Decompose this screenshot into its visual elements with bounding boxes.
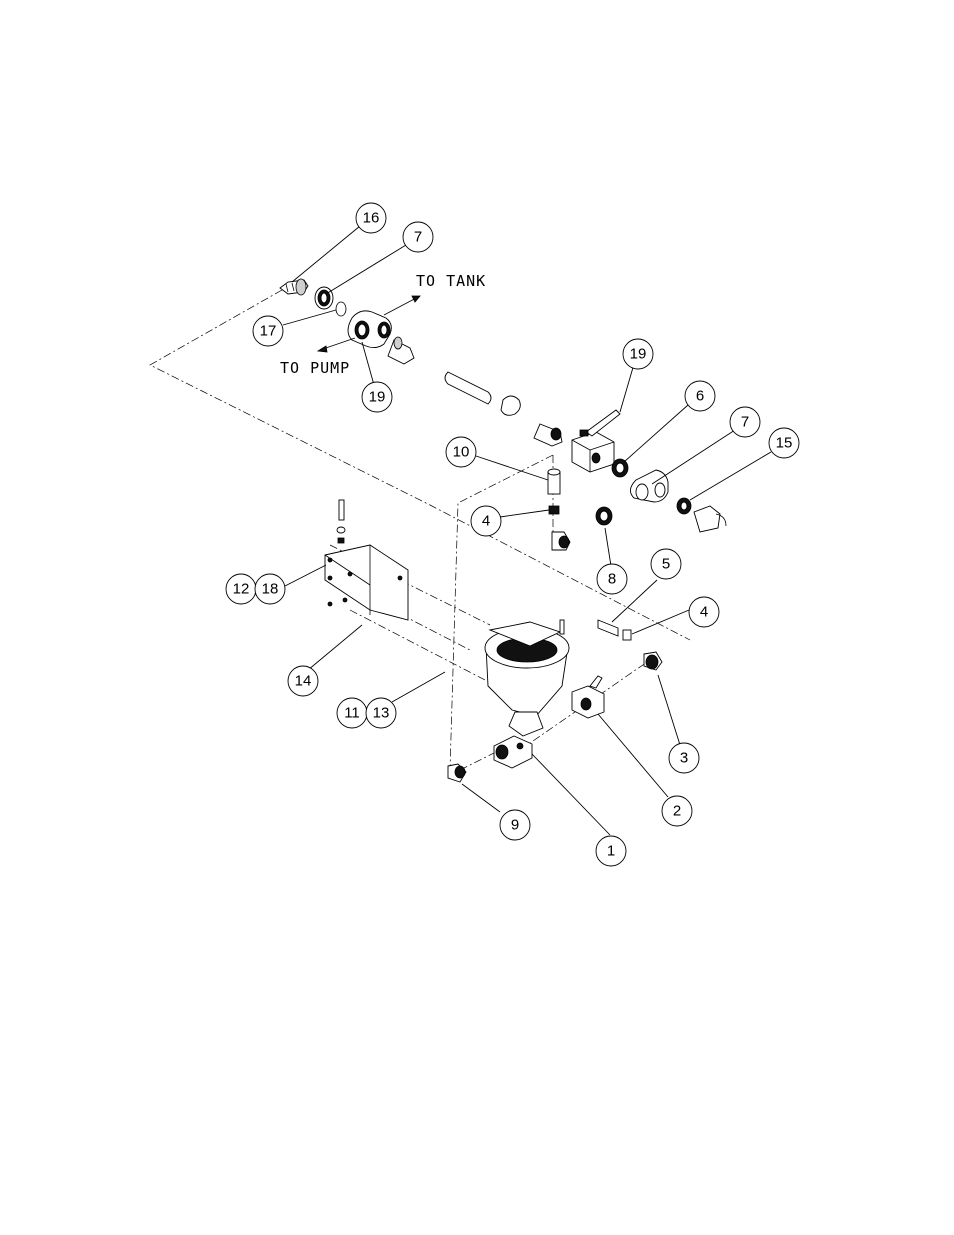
nipple-part-6 — [612, 459, 628, 477]
callout-11-label: 11 — [344, 705, 360, 722]
callout-6-label: 6 — [696, 388, 704, 405]
hopper-post — [560, 620, 564, 634]
callout-13-label: 13 — [373, 705, 390, 722]
fitting-part-15 — [677, 498, 726, 532]
callout-19-cross-label: 19 — [369, 389, 386, 406]
to-pump-label: TO PUMP — [280, 359, 350, 377]
callout-18-label: 18 — [262, 581, 279, 598]
cross-fitting-part-19 — [348, 311, 391, 348]
callout-9-label: 9 — [511, 817, 519, 834]
nipple-part-8 — [596, 507, 612, 525]
hose — [445, 372, 491, 404]
nut-part-4-lower — [623, 630, 631, 640]
bolt — [339, 500, 344, 520]
callout-12: 12 — [226, 574, 256, 604]
callout-16-label: 16 — [363, 210, 380, 227]
callout-5: 5 — [651, 549, 681, 579]
to-pump-arrow-head — [318, 346, 327, 352]
callout-3: 3 — [669, 743, 699, 773]
callout-1-label: 1 — [607, 843, 615, 860]
ball-valve-part-2 — [572, 676, 604, 718]
nut-part-4-upper — [549, 506, 559, 514]
hose-nipple — [388, 337, 414, 364]
venturi-part-1 — [494, 736, 532, 768]
callout-14: 14 — [288, 666, 318, 696]
callout-15-label: 15 — [776, 435, 793, 452]
callout-2-label: 2 — [673, 803, 681, 820]
callout-11: 11 — [337, 698, 367, 728]
callout-17: 17 — [253, 316, 283, 346]
callout-10-label: 10 — [453, 444, 470, 461]
valve-inlet-barb — [534, 424, 562, 446]
callout-8: 8 — [597, 564, 627, 594]
callout-9: 9 — [500, 810, 530, 840]
to-tank-label: TO TANK — [416, 272, 486, 290]
callout-17-label: 17 — [260, 323, 277, 340]
callout-4-lower-label: 4 — [700, 604, 708, 621]
callout-13: 13 — [366, 698, 396, 728]
callout-7-top-label: 7 — [414, 229, 422, 246]
hopper-assembly — [448, 620, 604, 782]
callout-14-label: 14 — [295, 673, 312, 690]
callout-3-label: 3 — [680, 750, 688, 767]
callout-4-upper-label: 4 — [482, 513, 490, 530]
callout-7-tee: 7 — [730, 407, 760, 437]
callout-7-top: 7 — [403, 222, 433, 252]
callout-7-tee-label: 7 — [741, 414, 749, 431]
callout-18: 18 — [255, 574, 285, 604]
elbow-part-9 — [448, 764, 466, 782]
callout-1: 1 — [596, 836, 626, 866]
callout-19-valve: 19 — [623, 339, 653, 369]
callout-12-label: 12 — [233, 581, 250, 598]
ball-valve-part-19 — [572, 410, 620, 472]
tee-part-7 — [630, 470, 668, 502]
washer — [337, 527, 345, 533]
hopper-throat — [509, 712, 543, 736]
hose-barb-part-16 — [280, 279, 308, 295]
o-ring-part-17 — [336, 302, 346, 316]
callout-5-label: 5 — [662, 556, 670, 573]
coupling-part-7-top — [315, 287, 333, 309]
to-tank-arrow-head — [412, 296, 420, 302]
callout-19-cross: 19 — [362, 382, 392, 412]
elbow-part-3 — [644, 652, 662, 670]
nut — [338, 538, 344, 543]
callout-6: 6 — [685, 381, 715, 411]
callout-8-label: 8 — [608, 571, 616, 588]
bracket-assembly — [325, 500, 408, 620]
assembly-centerlines — [150, 290, 690, 770]
callout-4-lower: 4 — [689, 597, 719, 627]
elbow-fitting-upper — [552, 532, 570, 550]
callout-19-valve-label: 19 — [630, 346, 647, 363]
callout-10: 10 — [446, 437, 476, 467]
manifold-assembly — [280, 279, 726, 532]
callout-16: 16 — [356, 203, 386, 233]
callout-4-upper: 4 — [471, 506, 501, 536]
callout-2: 2 — [662, 796, 692, 826]
hose-clamp — [501, 396, 520, 415]
tube-part-5 — [598, 620, 618, 636]
callout-15: 15 — [769, 428, 799, 458]
